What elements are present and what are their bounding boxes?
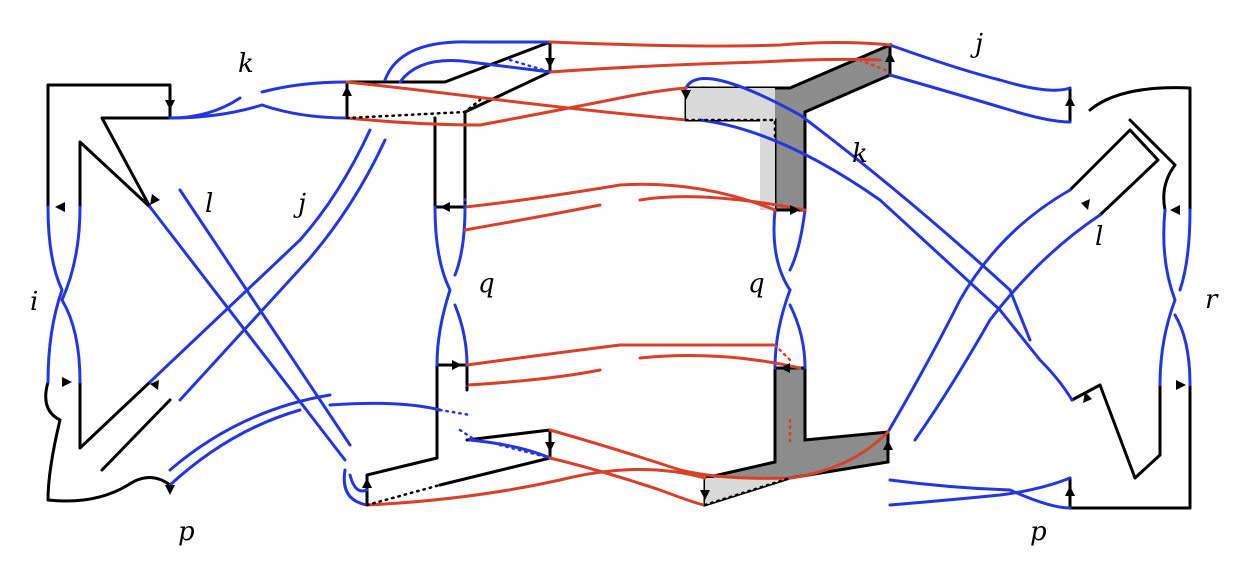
- arrow-23: [1083, 392, 1092, 403]
- right-frame-bottom: [1068, 383, 1192, 510]
- dotted-black-lower-right: [703, 476, 792, 507]
- blue-k-top-1: [168, 80, 349, 120]
- label-p-right: p: [1030, 517, 1047, 547]
- dotted-black-upper-left: [345, 98, 482, 120]
- label-k-right: k: [852, 139, 868, 169]
- blue-r-right: [1158, 208, 1192, 387]
- arrow-7: [342, 86, 352, 96]
- arrow-11: [545, 442, 555, 452]
- arrow-10: [452, 360, 462, 370]
- label-q-left: q: [478, 269, 495, 299]
- arrow-5: [150, 380, 159, 390]
- blue-k-right-2: [698, 118, 1074, 402]
- red-bands: [345, 40, 892, 507]
- blue-p-right: [888, 476, 1072, 510]
- left-frame-bottom: [44, 380, 172, 503]
- dotted-black-lower-left: [365, 483, 442, 507]
- arrow-12: [362, 478, 372, 488]
- blue-i-left: [46, 205, 82, 384]
- arrow-18: [885, 52, 895, 62]
- blue-k-top-2: [168, 103, 349, 120]
- arrow-13: [681, 90, 691, 100]
- dark-lower-piece: [703, 366, 890, 508]
- orientation-arrows: [55, 52, 1186, 500]
- left-frame-lower-arm: [78, 380, 172, 472]
- arrow-8: [545, 58, 555, 68]
- red-top-cross-1: [345, 80, 688, 122]
- red-mid-lower: [465, 343, 802, 387]
- blue-j-right-2: [888, 73, 1072, 124]
- red-top-long-2: [548, 57, 882, 74]
- blue-p-left: [168, 393, 442, 487]
- label-l-right: l: [1095, 222, 1103, 252]
- arrow-16: [700, 490, 710, 500]
- arrow-2: [55, 202, 65, 212]
- red-bottom-cross-1: [548, 428, 890, 480]
- red-bottom-cross-2: [365, 467, 707, 507]
- arrow-1: [165, 100, 175, 110]
- dotted-red-lower-right: [773, 343, 792, 447]
- blue-j-diag-2: [178, 138, 387, 402]
- label-q-right: q: [748, 269, 765, 299]
- blue-l-diag-2: [178, 188, 352, 447]
- dotted-red-upper-right: [858, 58, 892, 74]
- red-top-cross-2: [345, 86, 688, 127]
- arrow-17: [883, 440, 893, 450]
- labels: k l j i p q q k j l r p: [30, 29, 1219, 547]
- blue-l-right-2: [913, 213, 1102, 442]
- center-left-bottom-frame: [365, 363, 552, 507]
- label-j-left: j: [293, 189, 306, 219]
- arrow-24: [1065, 486, 1075, 496]
- arrow-9: [440, 202, 450, 212]
- dotted-edges: [345, 58, 892, 507]
- red-bottom-cross-3: [548, 456, 707, 507]
- red-mid-upper: [463, 182, 807, 232]
- left-frame-top: [46, 83, 172, 209]
- blue-q-left: [433, 205, 469, 367]
- blue-j-right-1: [888, 43, 1072, 92]
- blue-l-diag-1: [148, 205, 347, 462]
- dotted-blue-upper-left: [463, 58, 552, 209]
- arrow-15: [780, 363, 790, 373]
- blue-upper-loop: [383, 40, 552, 84]
- label-r: r: [1205, 285, 1219, 315]
- label-k-top: k: [238, 49, 254, 79]
- blue-l-right-1: [886, 188, 1072, 434]
- arrow-3: [150, 194, 160, 205]
- shaded-pieces: [684, 42, 892, 508]
- left-frame-inner: [78, 140, 152, 209]
- arrow-22: [1176, 380, 1186, 390]
- arrow-19: [1065, 96, 1075, 106]
- light-upper-piece: [686, 88, 775, 210]
- label-l-left: l: [205, 189, 213, 219]
- arrow-6: [165, 485, 175, 495]
- arrow-21: [1170, 205, 1180, 215]
- dotted-blue-lower-left: [438, 408, 552, 460]
- red-top-long-1: [548, 40, 892, 48]
- label-i: i: [30, 287, 38, 317]
- label-j-right: j: [970, 29, 983, 59]
- arrow-20: [1081, 199, 1090, 210]
- blue-bands: [46, 40, 1192, 510]
- blue-k-right-1: [684, 77, 1032, 342]
- blue-q-right: [772, 208, 807, 370]
- blue-j-diag-1: [148, 128, 372, 384]
- right-frame-inner: [1068, 128, 1160, 217]
- arrow-14: [790, 205, 800, 215]
- right-frame-top: [1068, 86, 1192, 212]
- arrow-4: [62, 377, 72, 387]
- label-p-left: p: [178, 517, 195, 547]
